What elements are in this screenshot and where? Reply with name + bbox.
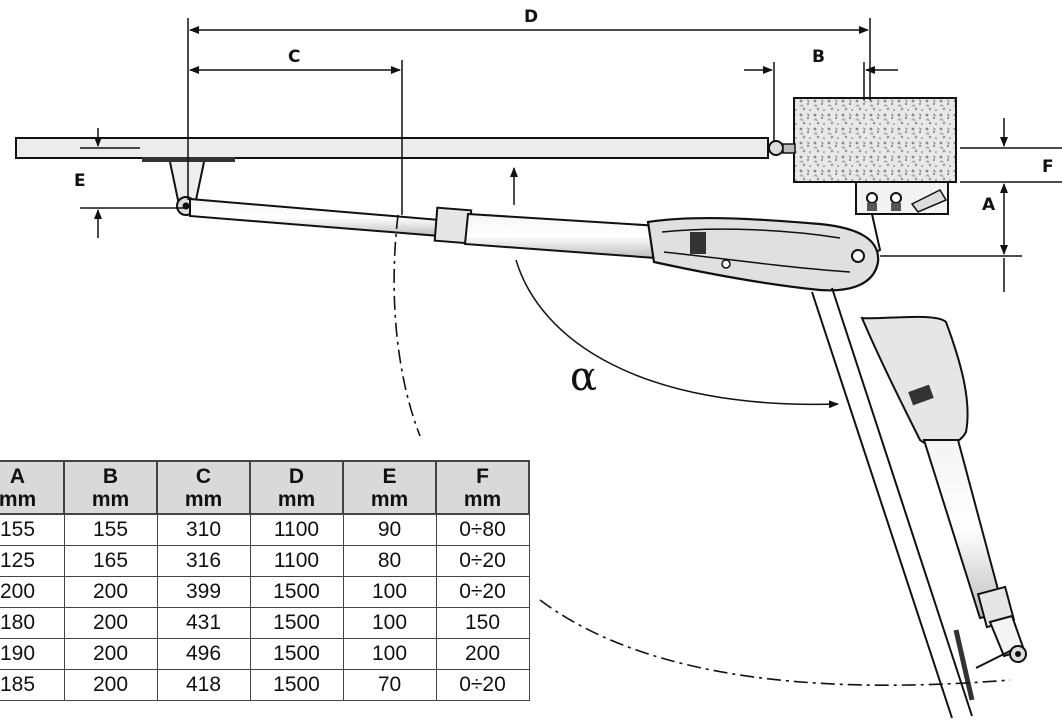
- table-cell: 125: [0, 545, 65, 577]
- table-cell: 316: [156, 545, 251, 577]
- table-row: 190 200 496 1500 100 200: [0, 638, 530, 670]
- operator-arm: [189, 197, 880, 292]
- table-cell: 80: [342, 545, 437, 577]
- table-cell: 1500: [249, 607, 344, 639]
- table-cell: 155: [0, 513, 65, 546]
- table-cell: 0÷20: [435, 669, 530, 701]
- dim-label-b: B: [812, 47, 825, 67]
- table-cell: 200: [63, 638, 158, 670]
- table-cell: 90: [342, 513, 437, 546]
- table-cell: 1500: [249, 669, 344, 701]
- table-cell: 1500: [249, 638, 344, 670]
- table-cell: 431: [156, 607, 251, 639]
- table-cell: 399: [156, 576, 251, 608]
- gate-leaf-open: [811, 287, 973, 719]
- table-row: 155 155 310 1100 90 0÷80: [0, 513, 530, 546]
- table-cell: 100: [342, 607, 437, 639]
- dim-label-f: F: [1042, 157, 1054, 177]
- dim-label-a: A: [982, 195, 996, 215]
- table-cell: 200: [63, 669, 158, 701]
- table-row: 180 200 431 1500 100 150: [0, 607, 530, 639]
- gate-hinge: [768, 140, 796, 156]
- swing-arcs: [393, 214, 1011, 687]
- dim-label-d: D: [524, 7, 538, 27]
- table-cell: 200: [0, 576, 65, 608]
- table-cell: 1500: [249, 576, 344, 608]
- table-cell: 310: [156, 513, 251, 546]
- table-cell: 155: [63, 513, 158, 546]
- table-cell: 200: [63, 576, 158, 608]
- table-cell: 496: [156, 638, 251, 670]
- table-cell: 190: [0, 638, 65, 670]
- table-cell: 0÷20: [435, 545, 530, 577]
- table-cell: 70: [342, 669, 437, 701]
- table-cell: 418: [156, 669, 251, 701]
- table-cell: 100: [342, 638, 437, 670]
- pillar: [793, 97, 957, 183]
- table-cell: 185: [0, 669, 65, 701]
- dimension-lines: [80, 18, 1062, 292]
- dim-label-e: E: [74, 171, 86, 191]
- table-cell: 1100: [249, 545, 344, 577]
- table-row: 200 200 399 1500 100 0÷20: [0, 576, 530, 608]
- table-cell: 200: [435, 638, 530, 670]
- table-cell: 0÷20: [435, 576, 530, 608]
- table-cell: 200: [63, 607, 158, 639]
- operator-arm-open: [860, 315, 1027, 701]
- table-cell: 165: [63, 545, 158, 577]
- table-cell: 150: [435, 607, 530, 639]
- rear-bracket: [855, 181, 949, 256]
- table-cell: 1100: [249, 513, 344, 546]
- angle-arc: [510, 167, 839, 409]
- dim-label-c: C: [288, 47, 300, 67]
- table-cell: 0÷80: [435, 513, 530, 546]
- table-row: 185 200 418 1500 70 0÷20: [0, 669, 530, 701]
- angle-label-alpha: α: [570, 354, 597, 400]
- table-cell: 180: [0, 607, 65, 639]
- table-cell: 100: [342, 576, 437, 608]
- table-row: 125 165 316 1100 80 0÷20: [0, 545, 530, 577]
